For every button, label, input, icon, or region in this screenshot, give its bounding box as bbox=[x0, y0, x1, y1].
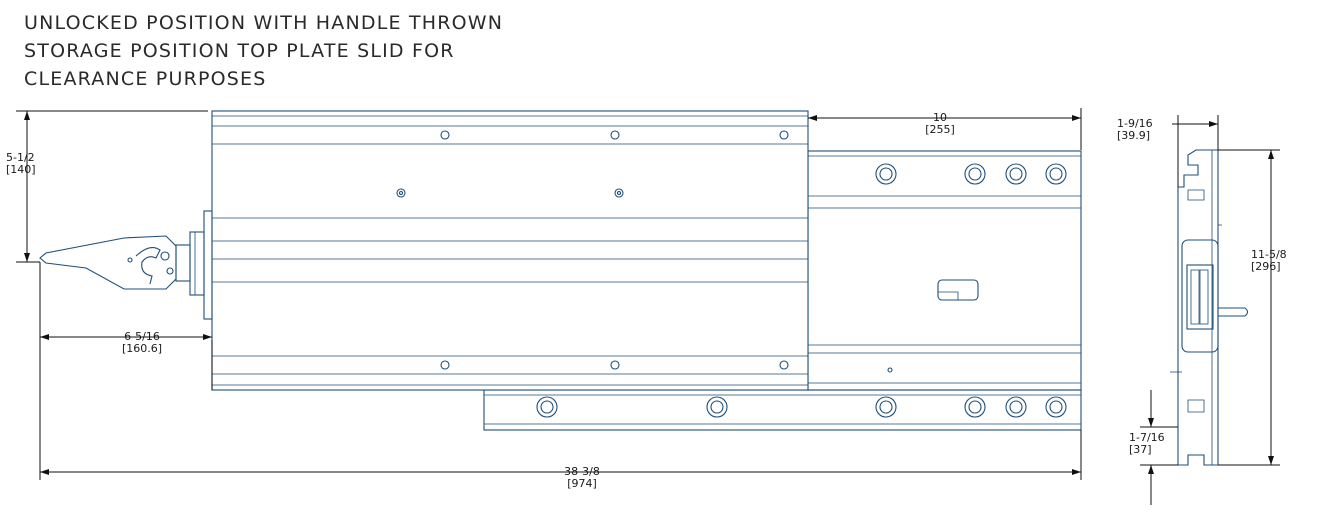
dim-handle-label: 6-5/16 [160.6] bbox=[121, 330, 163, 355]
handle-lever bbox=[39, 235, 177, 290]
lower-rail-bolts bbox=[536, 396, 1067, 418]
handle-hook bbox=[135, 247, 161, 285]
top-plate bbox=[211, 110, 809, 391]
side-view bbox=[1170, 149, 1249, 466]
upper-rail-bolts bbox=[875, 163, 1067, 185]
handle-assembly bbox=[39, 210, 213, 320]
lower-slide-rail bbox=[483, 389, 1082, 431]
dim-extension-label: 10 [255] bbox=[925, 111, 955, 136]
dim-overall-label: 38-3/8 [974] bbox=[564, 465, 600, 490]
note-line-3: CLEARANCE PURPOSES bbox=[24, 68, 267, 90]
dimension-lines bbox=[16, 108, 1280, 505]
dim-side-foot-label: 1-7/16 [37] bbox=[1129, 431, 1165, 456]
top-plate-holes bbox=[396, 130, 789, 370]
base-plate-extended bbox=[807, 150, 1082, 391]
note-line-1: UNLOCKED POSITION WITH HANDLE THROWN bbox=[24, 12, 504, 34]
note-line-2: STORAGE POSITION TOP PLATE SLID FOR bbox=[24, 40, 455, 62]
dim-height-label: 5-1/2 [140] bbox=[6, 151, 36, 176]
dim-side-height-label: 11-5/8 [296] bbox=[1251, 248, 1287, 273]
dim-side-width-label: 1-9/16 [39.9] bbox=[1117, 117, 1153, 142]
